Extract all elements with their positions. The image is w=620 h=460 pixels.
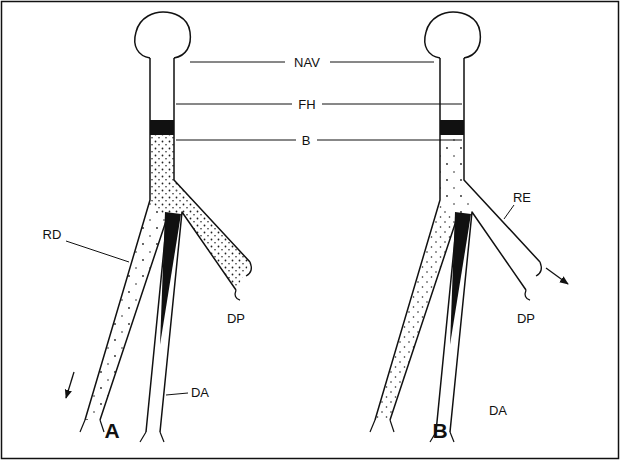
figure-b	[370, 12, 568, 442]
part-label: NAV	[294, 56, 320, 69]
panel-letter: B	[432, 420, 447, 441]
leader-lines	[66, 62, 514, 395]
part-label: DP	[227, 312, 245, 325]
part-label: RD	[43, 228, 62, 241]
part-label: FH	[298, 98, 315, 111]
part-label: RE	[513, 191, 531, 204]
figure-a	[66, 12, 251, 442]
panel-letter: A	[104, 420, 119, 441]
part-label: B	[302, 134, 311, 147]
part-label: DA	[489, 404, 507, 417]
part-label: DP	[517, 312, 535, 325]
part-label: DA	[191, 386, 209, 399]
